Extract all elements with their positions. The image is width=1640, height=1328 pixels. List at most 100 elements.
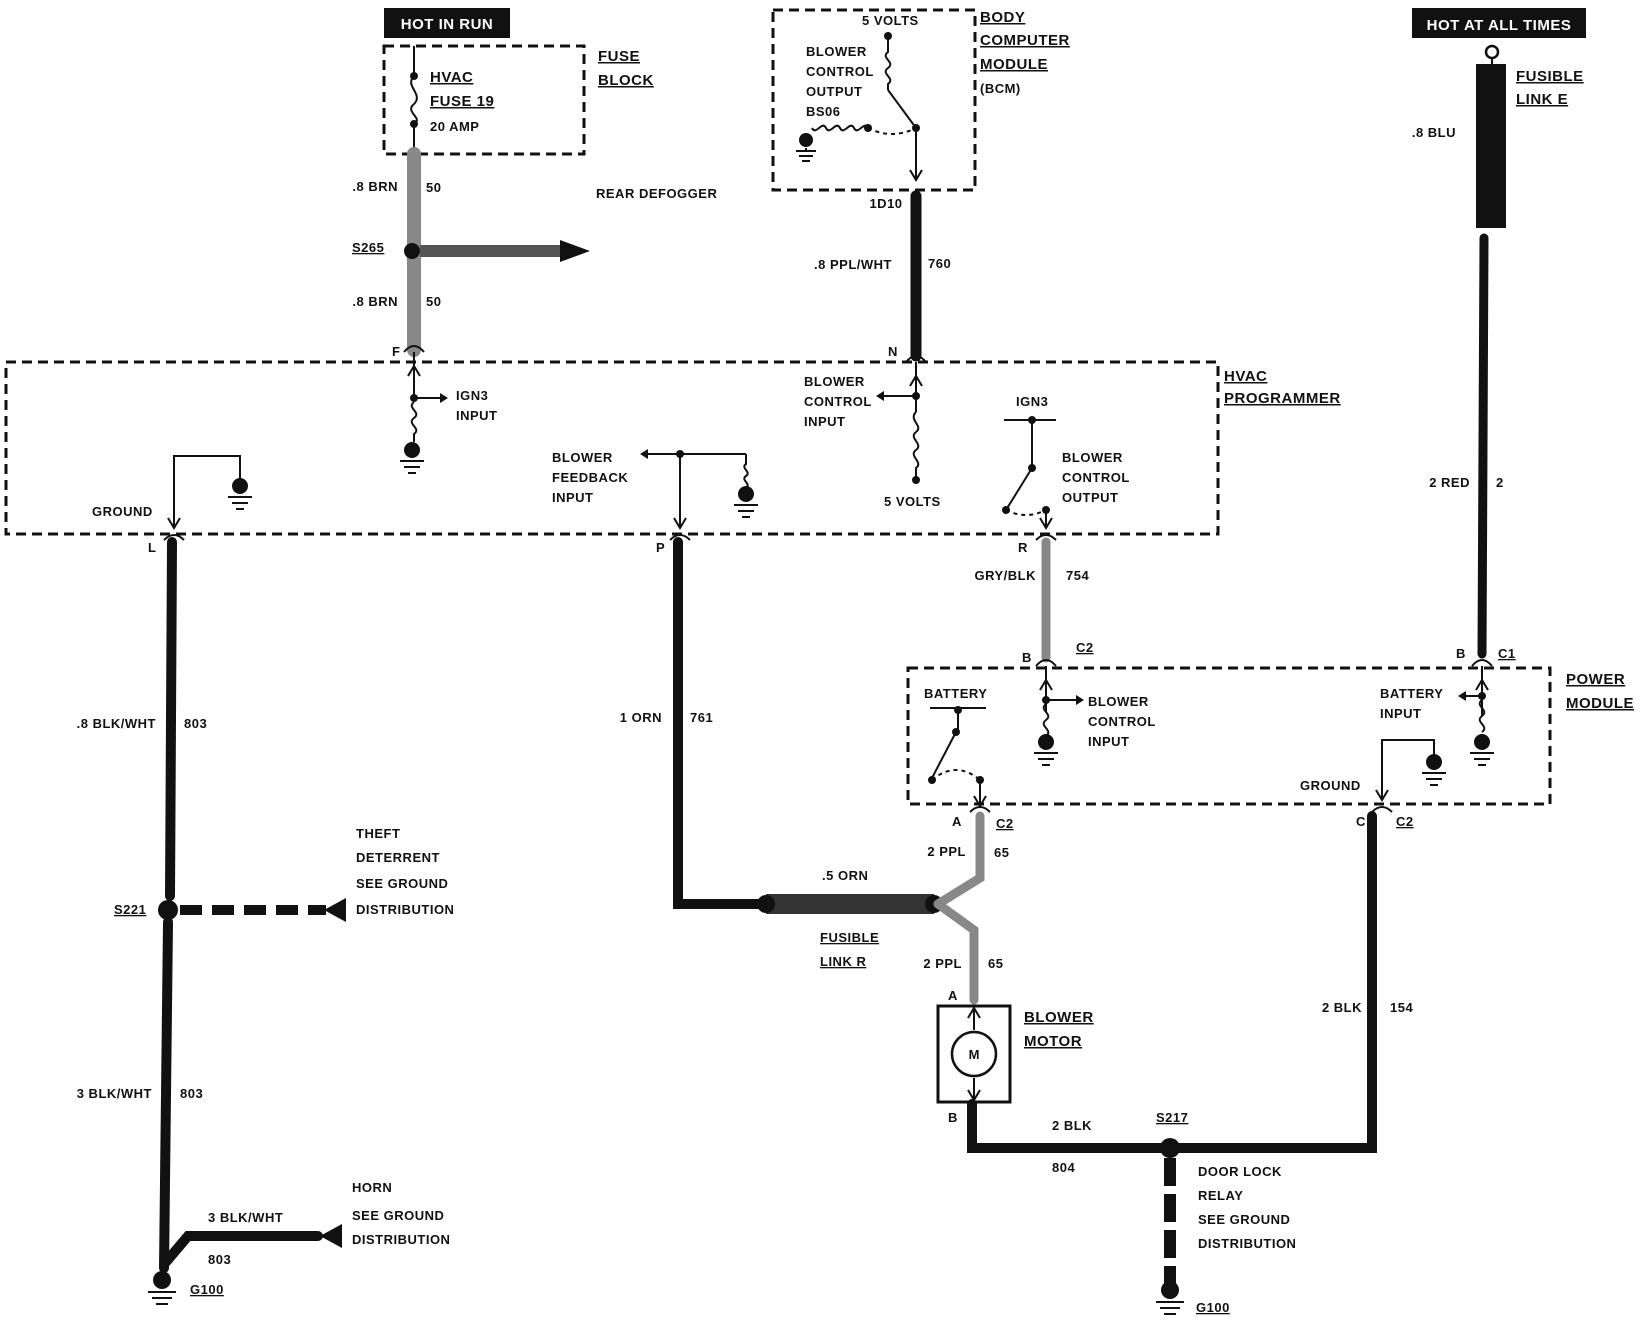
- hvac-blower-control-output-3: OUTPUT: [1062, 490, 1118, 505]
- hvac-fuse-icon: [410, 46, 418, 154]
- hvac-blower-control-input-2: CONTROL: [804, 394, 872, 409]
- rear-defogger-arrow-icon: [560, 240, 590, 262]
- bcm-output-4: BS06: [806, 104, 841, 119]
- pm-battery: BATTERY: [924, 686, 987, 701]
- door-lock-relay-2: RELAY: [1198, 1188, 1243, 1203]
- hvac-blower-control-output-1: BLOWER: [1062, 450, 1123, 465]
- pm-connector-c: [1371, 806, 1393, 813]
- wire-orn-num: 761: [690, 710, 713, 725]
- pm-conn-c2-a: C2: [996, 816, 1014, 831]
- wire-ppl-65-lower: [933, 899, 979, 1005]
- wire-ppl-upper-num: 65: [994, 845, 1009, 860]
- pin-f: F: [392, 344, 400, 359]
- blower-feedback-3: INPUT: [552, 490, 594, 505]
- fusible-link-e-1: FUSIBLE: [1516, 68, 1584, 85]
- fuse-block-title-2: BLOCK: [598, 72, 654, 89]
- hvac-programmer-box: [4, 360, 1220, 536]
- wire-ppl-wht-num: 760: [928, 256, 951, 271]
- pm-conn-c2-c: C2: [1396, 814, 1414, 829]
- fuse-block-title-1: FUSE: [598, 48, 640, 65]
- wire-ppl-wht-color: .8 PPL/WHT: [814, 257, 892, 272]
- wire-horn-color: 3 BLK/WHT: [208, 1210, 283, 1225]
- wire-ppl-lower-color: 2 PPL: [923, 956, 962, 971]
- pm-blower-control-input-2: CONTROL: [1088, 714, 1156, 729]
- blower-motor-pin-b: B: [948, 1110, 958, 1125]
- bcm-title-1: BODY: [980, 9, 1025, 26]
- wire-brn-upper-num: 50: [426, 180, 441, 195]
- pm-blower-control-input-3: INPUT: [1088, 734, 1130, 749]
- pm-blower-control-input-circuit: [1034, 659, 1084, 766]
- horn-1: HORN: [352, 1180, 392, 1195]
- ground-g100-right-icon: [1156, 1281, 1184, 1315]
- wire-orn-color: 1 ORN: [620, 710, 662, 725]
- wire-horn-num: 803: [208, 1252, 231, 1267]
- pin-n: N: [888, 344, 898, 359]
- wire-orn-761: [673, 537, 771, 909]
- splice-s217-label: S217: [1156, 1110, 1188, 1125]
- blower-control-input-circuit: [876, 355, 927, 484]
- hvac-blower-control-input-3: INPUT: [804, 414, 846, 429]
- connector-l: [163, 534, 185, 541]
- wire-blk-wht-upper-num: 803: [184, 716, 207, 731]
- splice-s217-dot: [1160, 1138, 1180, 1158]
- power-module-box: [906, 666, 1552, 806]
- bcm-supply: 5 VOLTS: [862, 13, 919, 28]
- hvac-five-volts: 5 VOLTS: [884, 494, 941, 509]
- wire-ppl-upper-color: 2 PPL: [927, 844, 966, 859]
- bcm-title-4: (BCM): [980, 81, 1021, 96]
- blower-motor-symbol: M: [969, 1047, 980, 1062]
- pm-blower-control-input-1: BLOWER: [1088, 694, 1149, 709]
- wire-brn-lower-num: 50: [426, 294, 441, 309]
- wire-blk-804-num: 804: [1052, 1160, 1075, 1175]
- horn-2: SEE GROUND: [352, 1208, 444, 1223]
- connector-r: [1035, 534, 1057, 541]
- wire-gry-blk-color: GRY/BLK: [974, 568, 1036, 583]
- door-lock-relay-4: DISTRIBUTION: [1198, 1236, 1296, 1251]
- fusible-link-r-1: FUSIBLE: [820, 930, 879, 945]
- wire-ppl-lower-num: 65: [988, 956, 1003, 971]
- hvac-blower-control-input-1: BLOWER: [804, 374, 865, 389]
- theft-deterrent-3: SEE GROUND: [356, 876, 448, 891]
- door-lock-relay-3: SEE GROUND: [1198, 1212, 1290, 1227]
- pin-l: L: [148, 540, 156, 555]
- bcm-title-3: MODULE: [980, 56, 1048, 73]
- door-lock-relay-1: DOOR LOCK: [1198, 1164, 1282, 1179]
- hot-at-all-times-text: HOT AT ALL TIMES: [1427, 17, 1572, 34]
- hvac-programmer-title-2: PROGRAMMER: [1224, 390, 1341, 407]
- fusible-link-r-end-left: [757, 895, 775, 913]
- theft-deterrent-4: DISTRIBUTION: [356, 902, 454, 917]
- wire-blk-154-num: 154: [1390, 1000, 1413, 1015]
- blower-feedback-circuit: [640, 449, 758, 530]
- hvac-blower-control-output-circuit: [1002, 416, 1056, 530]
- pm-conn-c2-top: C2: [1076, 640, 1094, 655]
- hvac-ign3-top: IGN3: [1016, 394, 1048, 409]
- wire-red-2: [1477, 233, 1489, 659]
- fusible-link-r-2: LINK R: [820, 954, 866, 969]
- power-module-title-1: POWER: [1566, 671, 1625, 688]
- splice-s265-dot: [404, 243, 420, 259]
- blower-motor-icon: [950, 1006, 998, 1102]
- ground-g100-right: G100: [1196, 1300, 1230, 1315]
- hvac-fuse-line1: HVAC: [430, 69, 473, 86]
- pm-battery-switch-icon: [928, 706, 987, 808]
- rear-defogger-label: REAR DEFOGGER: [596, 186, 717, 201]
- wire-blu-color: .8 BLU: [1412, 125, 1456, 140]
- pin-p: P: [656, 540, 665, 555]
- hvac-ground-label: GROUND: [92, 504, 153, 519]
- ign3-input-2: INPUT: [456, 408, 498, 423]
- wire-blk-wht-803-upper: [165, 537, 177, 901]
- hvac-fuse-line2: FUSE 19: [430, 93, 494, 110]
- battery-terminal-icon: [1484, 44, 1500, 60]
- pm-connector-a: [969, 806, 991, 813]
- blower-feedback-2: FEEDBACK: [552, 470, 628, 485]
- bcm-output-1: BLOWER: [806, 44, 867, 59]
- wire-blk-wht-lower-num: 803: [180, 1086, 203, 1101]
- splice-s265-label: S265: [352, 240, 384, 255]
- bcm-box: [771, 8, 977, 192]
- pm-battery-input-2: INPUT: [1380, 706, 1422, 721]
- blower-motor-title-1: BLOWER: [1024, 1009, 1094, 1026]
- power-module-title-2: MODULE: [1566, 695, 1634, 712]
- pm-pin-a: A: [952, 814, 962, 829]
- wire-blk-wht-upper-color: .8 BLK/WHT: [77, 716, 156, 731]
- pm-battery-input-1: BATTERY: [1380, 686, 1443, 701]
